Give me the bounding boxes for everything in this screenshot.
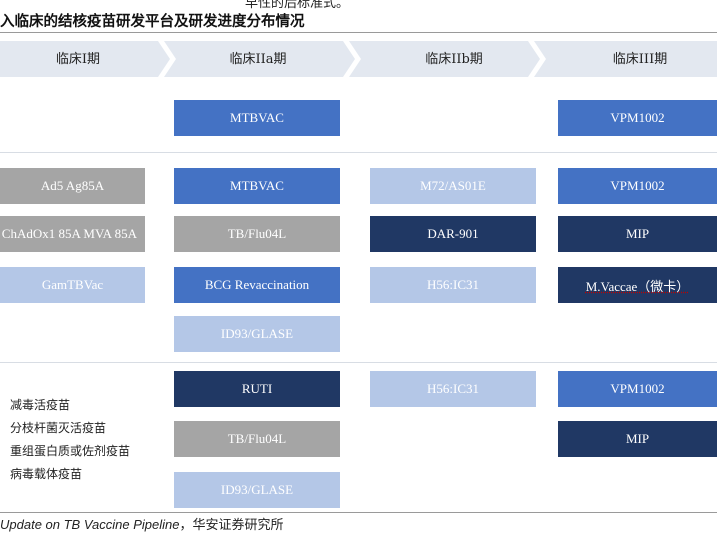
vaccine-box-vpm1002-3: VPM1002 bbox=[558, 371, 717, 407]
vaccine-box-mtbvac-2: MTBVAC bbox=[174, 168, 340, 204]
vaccine-box-ad5-ag85a: Ad5 Ag85A bbox=[0, 168, 145, 204]
title-rule bbox=[0, 32, 717, 33]
phase-chevron-2 bbox=[164, 41, 355, 77]
vaccine-box-chadox1: ChAdOx1 85A MVA 85A bbox=[0, 216, 145, 252]
phase-chevron-1 bbox=[0, 41, 170, 77]
vaccine-box-m-vaccae: M.Vaccae（微卡） bbox=[558, 267, 717, 303]
legend-item-viral-vector: 病毒载体疫苗 bbox=[10, 467, 83, 481]
phase-label-1: 临床I期 bbox=[55, 52, 101, 67]
vaccine-box-h56-ic31-2: H56:IC31 bbox=[370, 371, 536, 407]
vaccine-box-tb-flu04l: TB/Flu04L bbox=[174, 216, 340, 252]
legend-item-recombinant: 重组蛋白质或佐剂疫苗 bbox=[10, 444, 131, 458]
source-rule bbox=[0, 512, 717, 513]
vaccine-box-tb-flu04l-2: TB/Flu04L bbox=[174, 421, 340, 457]
vaccine-box-mip-2: MIP bbox=[558, 421, 717, 457]
truncated-top-text: 早性的后标准式。 bbox=[245, 0, 350, 11]
figure-title: 入临床的结核疫苗研发平台及研发进度分布情况 bbox=[0, 13, 305, 30]
m-vaccae-label: M.Vaccae（微卡） bbox=[585, 278, 690, 294]
vaccine-box-id93-glase: ID93/GLASE bbox=[174, 316, 340, 352]
vaccine-box-vpm1002: VPM1002 bbox=[558, 100, 717, 136]
vaccine-box-id93-glase-2: ID93/GLASE bbox=[174, 472, 340, 508]
vaccine-box-ruti: RUTI bbox=[174, 371, 340, 407]
source-rest: ，华安证券研究所 bbox=[179, 518, 284, 533]
vaccine-box-vpm1002-2: VPM1002 bbox=[558, 168, 717, 204]
legend-item-inactivated: 分枝杆菌灭活疫苗 bbox=[10, 421, 107, 435]
row-separator-1 bbox=[0, 152, 717, 153]
row-separator-2 bbox=[0, 362, 717, 363]
phase-chevron-3 bbox=[349, 41, 540, 77]
source-italic: Update on TB Vaccine Pipeline bbox=[0, 517, 180, 532]
phase-label-3: 临床III期 bbox=[612, 52, 668, 67]
phase-chevron-bar bbox=[0, 41, 717, 77]
vaccine-box-m72-as01e: M72/AS01E bbox=[370, 168, 536, 204]
vaccine-box-gamtbvac: GamTBVac bbox=[0, 267, 145, 303]
source-note: Update on TB Vaccine Pipeline，华安证券研究所 bbox=[0, 514, 283, 533]
vaccine-box-dar-901: DAR-901 bbox=[370, 216, 536, 252]
legend-item-live-attenuated: 减毒活疫苗 bbox=[10, 398, 71, 412]
vaccine-box-bcg-revaccination: BCG Revaccination bbox=[174, 267, 340, 303]
phase-chevron-4 bbox=[534, 41, 717, 77]
vaccine-box-mip: MIP bbox=[558, 216, 717, 252]
phase-label-2a: 临床IIa期 bbox=[229, 52, 287, 67]
vaccine-box-mtbvac: MTBVAC bbox=[174, 100, 340, 136]
phase-label-2b: 临床IIb期 bbox=[425, 52, 483, 67]
vaccine-box-h56-ic31: H56:IC31 bbox=[370, 267, 536, 303]
